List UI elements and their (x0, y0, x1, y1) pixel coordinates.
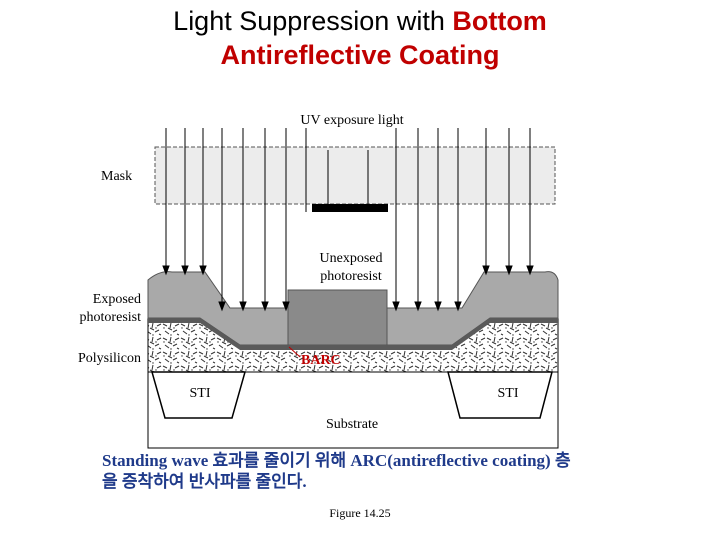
sti-left-region (151, 371, 246, 419)
caption-line-2: 을 증착하여 반사파를 줄인다. (102, 472, 307, 491)
unexposed-photoresist (287, 289, 388, 346)
barc-label: BARC (301, 353, 341, 368)
figure-number: Figure 14.25 (329, 506, 391, 520)
mask-chrome-opaque (312, 204, 388, 212)
slide-title: Light Suppression with Bottom Antireflec… (0, 4, 720, 72)
korean-caption: Standing wave 효과를 줄이기 위해 ARC(antireflect… (102, 450, 702, 492)
mask-label: Mask (101, 169, 132, 184)
uv-light-rays (162, 128, 534, 312)
substrate-label: Substrate (326, 417, 378, 432)
exposed-photoresist-label-1: Exposed (93, 292, 141, 307)
title-black-text: Light Suppression with (173, 6, 453, 36)
caption-line-1: Standing wave 효과를 줄이기 위해 ARC(antireflect… (102, 451, 571, 470)
sti-right-region (447, 371, 553, 419)
barc-leader-line (288, 346, 301, 358)
unexposed-photoresist-label-1: Unexposed (320, 251, 383, 266)
barc-layer (148, 318, 558, 350)
title-red-text: Bottom (452, 6, 547, 36)
title-line-2: Antireflective Coating (220, 40, 500, 70)
sti-right-label: STI (498, 386, 519, 401)
exposed-photoresist-label-2: photoresist (80, 310, 142, 325)
mask-plate (154, 146, 556, 205)
unexposed-photoresist-label-2: photoresist (320, 269, 382, 284)
sti-left-label: STI (190, 386, 211, 401)
title-line-1: Light Suppression with Bottom (0, 4, 720, 38)
polysilicon-label: Polysilicon (78, 351, 141, 366)
uv-exposure-label: UV exposure light (300, 113, 403, 128)
